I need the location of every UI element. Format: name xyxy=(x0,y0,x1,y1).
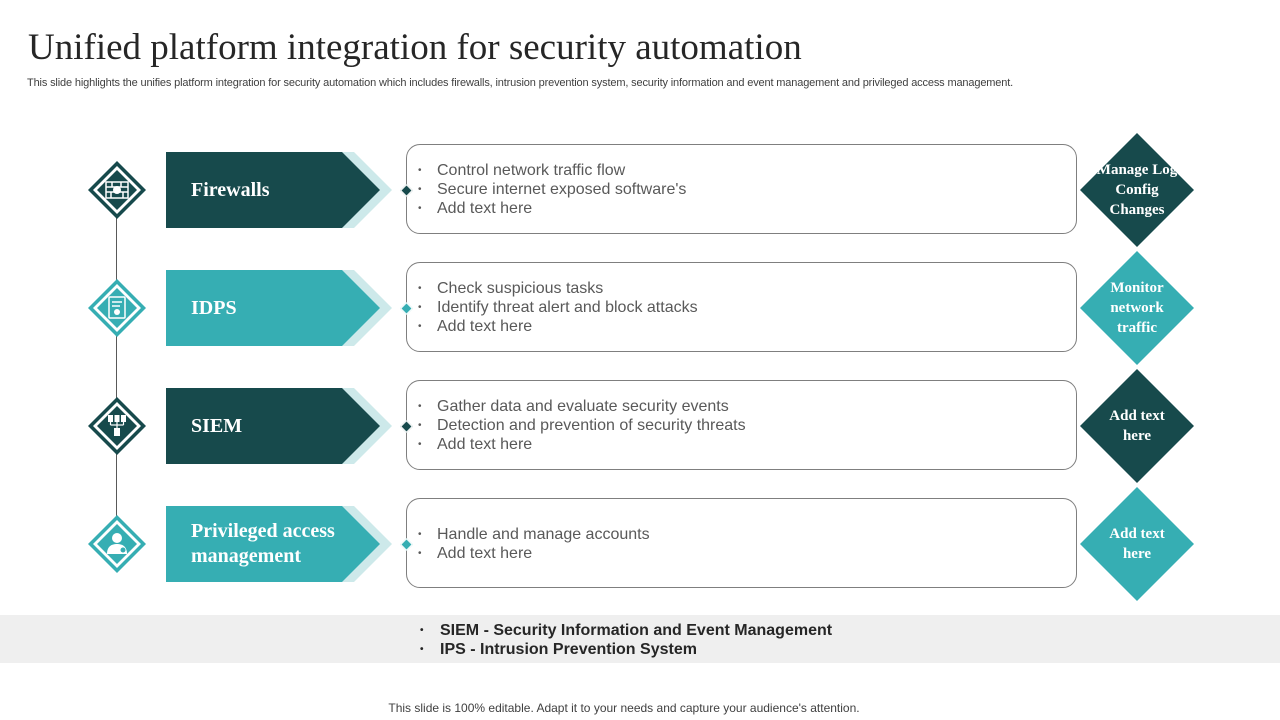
side-diamond-1 xyxy=(1080,251,1194,365)
bullet-list-pam: Handle and manage accounts Add text here xyxy=(418,525,650,563)
bullet-list-firewalls: Control network traffic flow Secure inte… xyxy=(418,161,686,218)
list-item: Add text here xyxy=(418,435,746,454)
list-item: Handle and manage accounts xyxy=(418,525,650,544)
side-label-1: Monitor network traffic xyxy=(1110,280,1164,336)
network-servers-icon xyxy=(88,397,146,455)
arrow-label-siem: SIEM xyxy=(191,414,243,437)
bullet-list-idps: Check suspicious tasks Identify threat a… xyxy=(418,279,698,336)
side-diamond-2 xyxy=(1080,369,1194,483)
legend-item: IPS - Intrusion Prevention System xyxy=(420,640,832,659)
user-access-icon xyxy=(88,515,146,573)
footer-note: This slide is 100% editable. Adapt it to… xyxy=(388,701,860,715)
list-item: Identify threat alert and block attacks xyxy=(418,298,698,317)
bullet-list-siem: Gather data and evaluate security events… xyxy=(418,397,746,454)
list-item: Add text here xyxy=(418,199,686,218)
alert-document-icon xyxy=(88,279,146,337)
side-diamond-0 xyxy=(1080,133,1194,247)
list-item: Gather data and evaluate security events xyxy=(418,397,746,416)
side-diamond-3 xyxy=(1080,487,1194,601)
side-label-0: Manage Log Config Changes xyxy=(1096,162,1178,218)
slide-title: Unified platform integration for securit… xyxy=(28,27,802,68)
arrow-shape-firewalls xyxy=(166,152,392,228)
timeline-connector xyxy=(116,190,117,544)
list-item: Add text here xyxy=(418,544,650,563)
slide-subtitle: This slide highlights the unifies platfo… xyxy=(27,77,1014,89)
list-item: Secure internet exposed software's xyxy=(418,180,686,199)
list-item: Control network traffic flow xyxy=(418,161,686,180)
abbreviation-legend: SIEM - Security Information and Event Ma… xyxy=(0,615,1280,663)
list-item: Check suspicious tasks xyxy=(418,279,698,298)
list-item: Add text here xyxy=(418,317,698,336)
arrow-shape-siem xyxy=(166,388,392,464)
arrow-shape-pam xyxy=(166,506,392,582)
firewall-icon xyxy=(88,161,146,219)
side-label-2: Add text here xyxy=(1109,408,1165,444)
arrow-label-idps: IDPS xyxy=(191,296,237,319)
legend-item: SIEM - Security Information and Event Ma… xyxy=(420,621,832,640)
card-pam xyxy=(406,498,1077,588)
side-label-3: Add text here xyxy=(1109,526,1165,562)
arrow-shape-idps xyxy=(166,270,392,346)
arrow-label-firewalls: Firewalls xyxy=(191,178,270,201)
list-item: Detection and prevention of security thr… xyxy=(418,416,746,435)
arrow-label-pam: Privileged access management xyxy=(191,520,335,567)
